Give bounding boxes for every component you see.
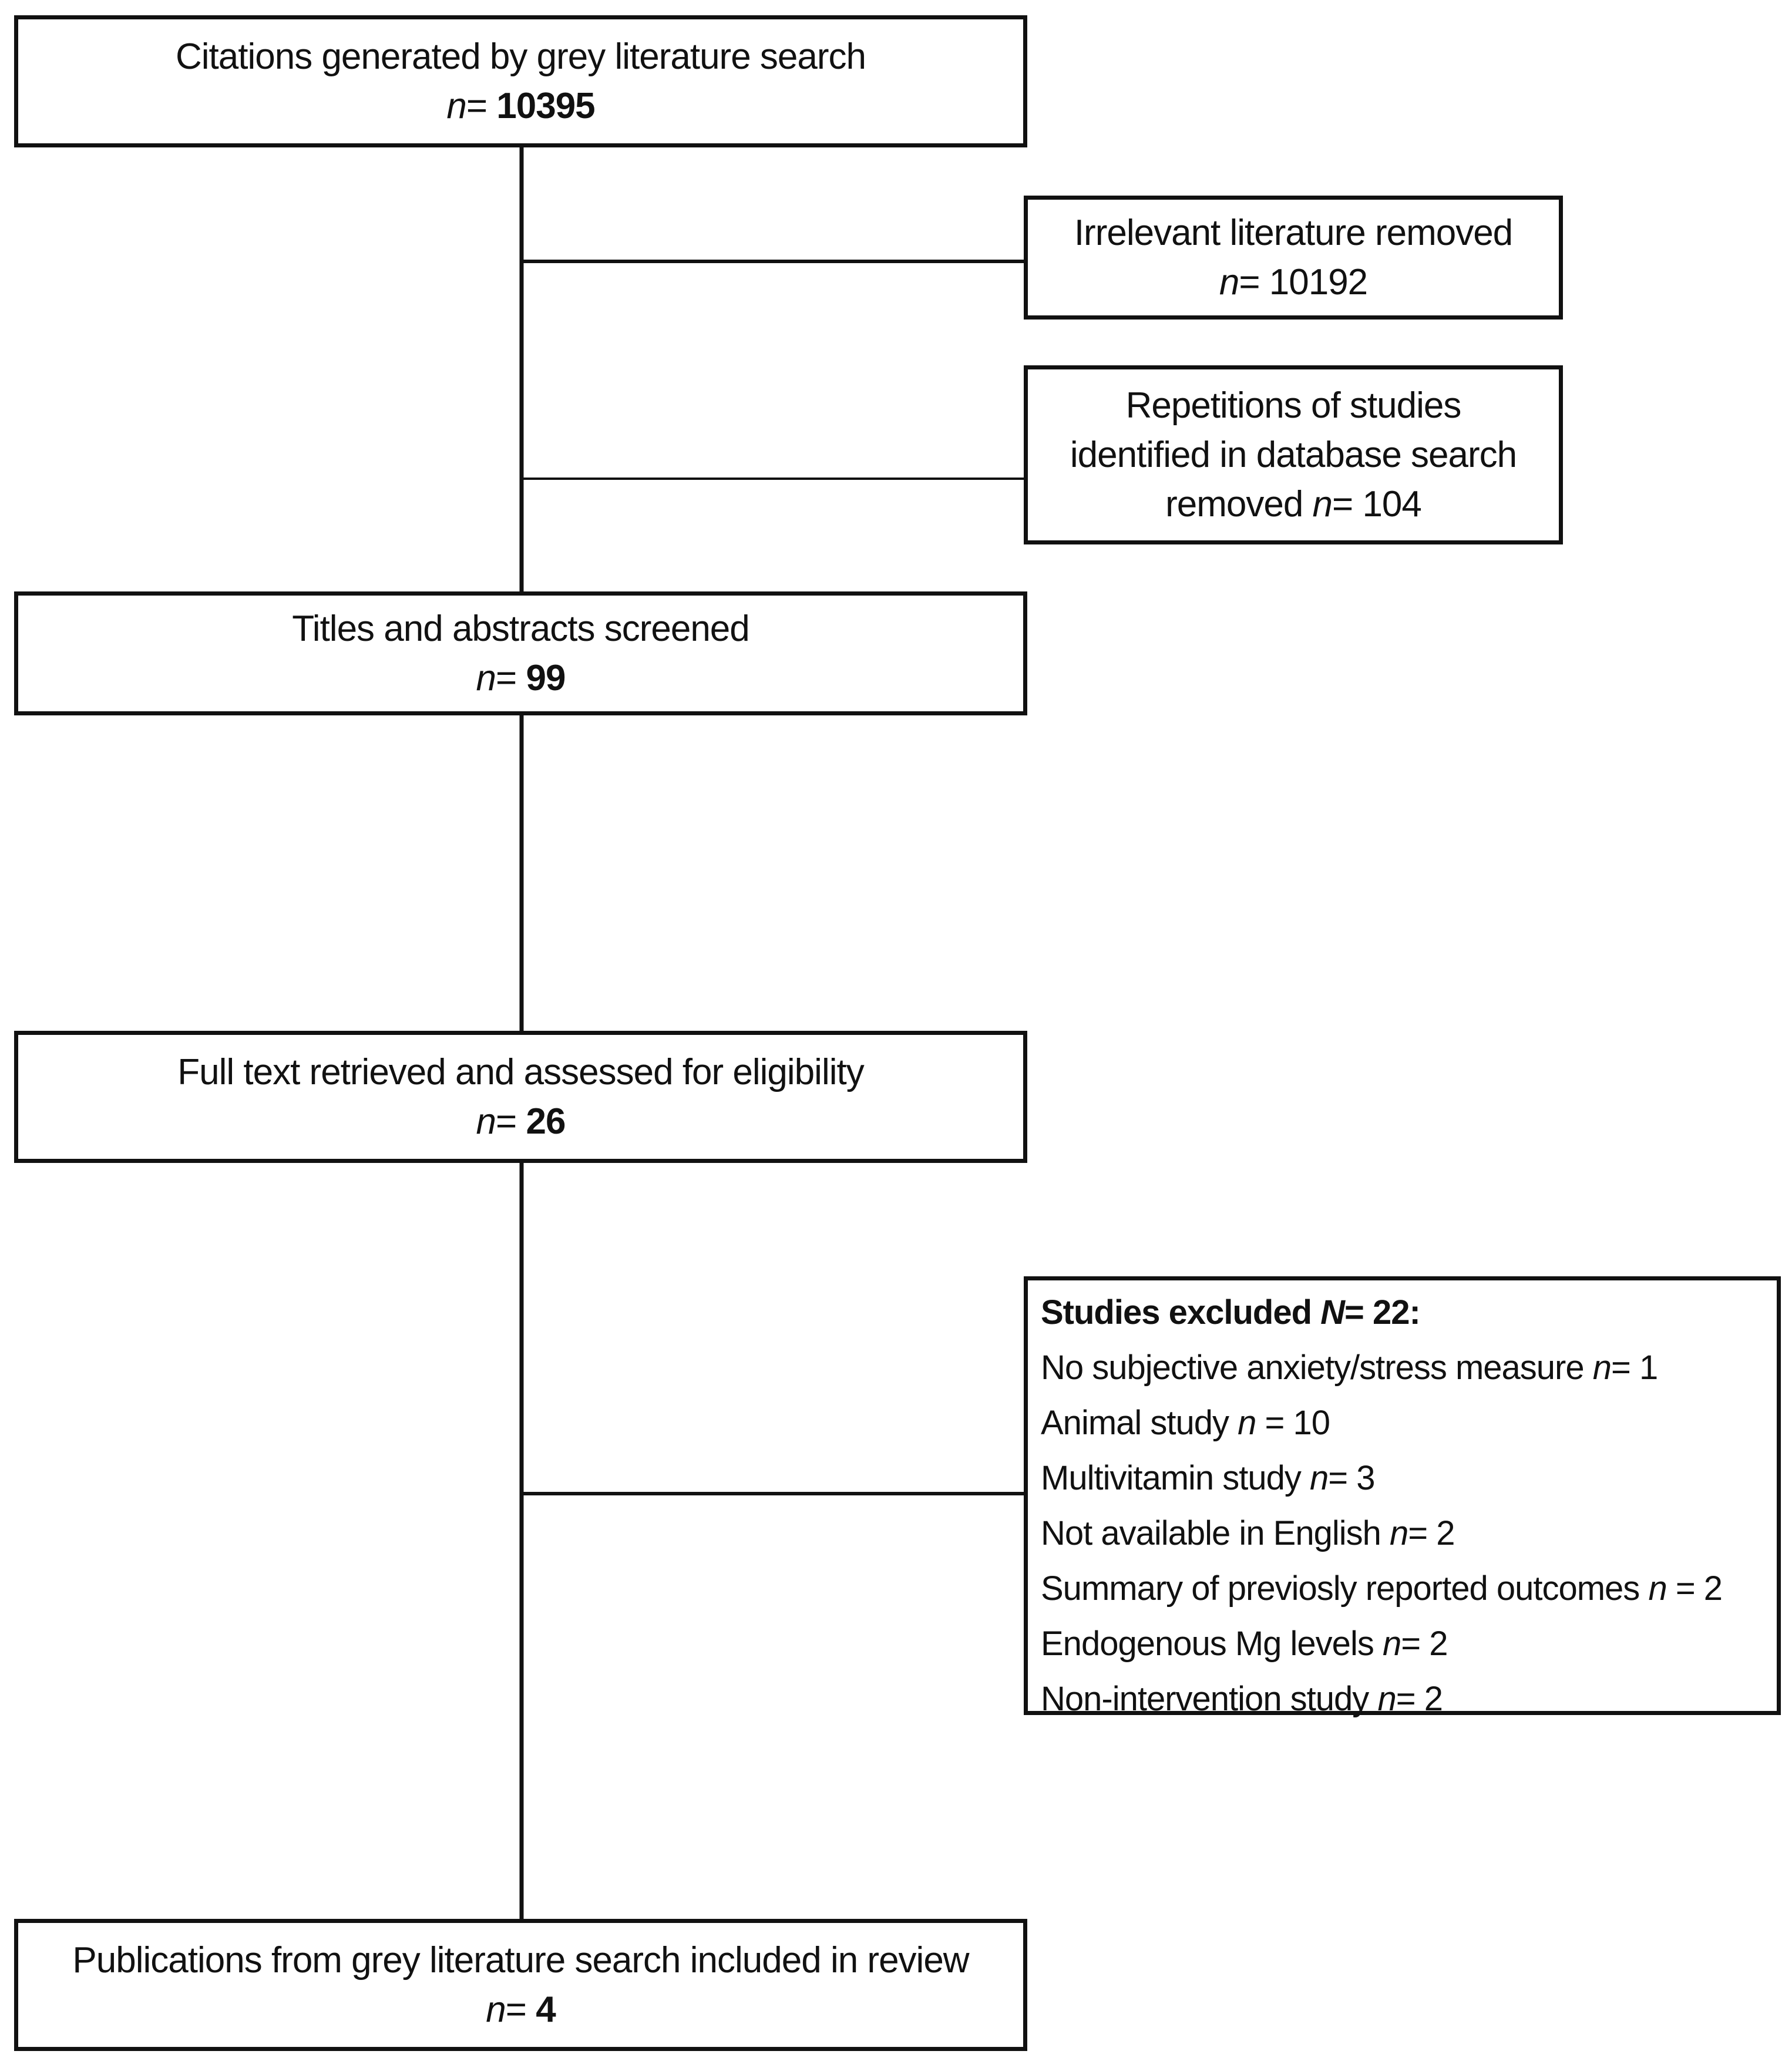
n-symbol: n [1377,1680,1396,1718]
repetitions-line-3: removed [1165,483,1313,525]
reason-count: = 1 [1611,1349,1658,1387]
screened-n-value: 99 [526,657,566,698]
irrelevant-removed-box: Irrelevant literature removed n= 10192 [1024,196,1563,320]
reason-label: Not available in English [1041,1514,1390,1552]
n-separator: = [1239,261,1269,302]
irrelevant-count: n= 10192 [1219,258,1368,307]
n-separator: = [466,85,497,126]
citations-n-value: 10395 [496,85,595,126]
n-symbol: n [486,1989,506,2030]
reason-count: = 2 [1401,1625,1448,1663]
repetitions-removed-box: Repetitions of studies identified in dat… [1024,365,1563,544]
n-symbol: n [1310,1459,1329,1497]
excluded-heading-label: Studies excluded [1041,1293,1321,1332]
n-symbol: n [476,1101,496,1142]
n-separator: = [496,657,526,698]
exclusion-reason: Summary of previosly reported outcomes n… [1041,1561,1723,1616]
n-symbol: n [1648,1569,1667,1608]
exclusion-reason: Animal study n = 10 [1041,1396,1330,1451]
n-symbol: n [446,85,466,126]
repetitions-line-1: Repetitions of studies [1125,385,1462,426]
studies-excluded-box: Studies excluded N= 22: No subjective an… [1024,1276,1781,1718]
n-symbol: n [1238,1404,1256,1442]
reason-label: No subjective anxiety/stress measure [1041,1349,1593,1387]
reason-count: = 2 [1396,1680,1443,1718]
excluded-heading-value: = 22: [1344,1293,1421,1332]
exclusion-reason: Not available in English n= 2 [1041,1506,1455,1561]
repetitions-n-value: 104 [1362,483,1421,525]
included-count: n= 4 [486,1985,556,2035]
reason-label: Endogenous Mg levels [1041,1625,1383,1663]
citations-box: Citations generated by grey literature s… [14,15,1027,147]
fulltext-n-value: 26 [526,1101,566,1142]
reason-count: = 10 [1256,1404,1331,1442]
n-separator: = [1332,483,1363,525]
reason-count: = 2 [1408,1514,1455,1552]
fulltext-count: n= 26 [476,1097,566,1147]
excluded-heading-symbol: N [1320,1293,1345,1332]
citations-title: Citations generated by grey literature s… [176,36,866,77]
included-n-value: 4 [536,1989,556,2030]
fulltext-title: Full text retrieved and assessed for eli… [177,1051,864,1092]
included-box: Publications from grey literature search… [14,1919,1027,2051]
repetitions-line-2: identified in database search [1070,434,1517,475]
screened-count: n= 99 [476,654,566,703]
repetitions-count: removed n= 104 [1165,480,1422,529]
reason-label: Animal study [1041,1404,1238,1442]
exclusion-reason: Non-intervention study n= 2 [1041,1672,1443,1727]
screened-title: Titles and abstracts screened [292,608,750,649]
reason-label: Multivitamin study [1041,1459,1310,1497]
exclusion-reason: No subjective anxiety/stress measure n= … [1041,1340,1658,1396]
n-separator: = [505,1989,536,2030]
citations-count: n= 10395 [446,82,595,131]
irrelevant-title: Irrelevant literature removed [1074,212,1513,253]
n-symbol: n [1592,1349,1612,1387]
screened-box: Titles and abstracts screened n= 99 [14,591,1027,715]
n-symbol: n [1382,1625,1401,1663]
n-symbol: n [1390,1514,1408,1552]
reason-label: Summary of previosly reported outcomes [1041,1569,1649,1608]
n-symbol: n [476,657,496,698]
included-title: Publications from grey literature search… [72,1939,969,1981]
n-symbol: n [1312,483,1333,525]
reason-count: = 2 [1666,1569,1723,1608]
exclusion-reason: Multivitamin study n= 3 [1041,1451,1376,1506]
reason-label: Non-intervention study [1041,1680,1378,1718]
reason-count: = 3 [1328,1459,1375,1497]
exclusion-reason: Endogenous Mg levels n= 2 [1041,1616,1448,1672]
excluded-heading: Studies excluded N= 22: [1041,1285,1421,1340]
fulltext-box: Full text retrieved and assessed for eli… [14,1031,1027,1163]
n-symbol: n [1219,261,1239,302]
n-separator: = [496,1101,526,1142]
irrelevant-n-value: 10192 [1269,261,1368,302]
